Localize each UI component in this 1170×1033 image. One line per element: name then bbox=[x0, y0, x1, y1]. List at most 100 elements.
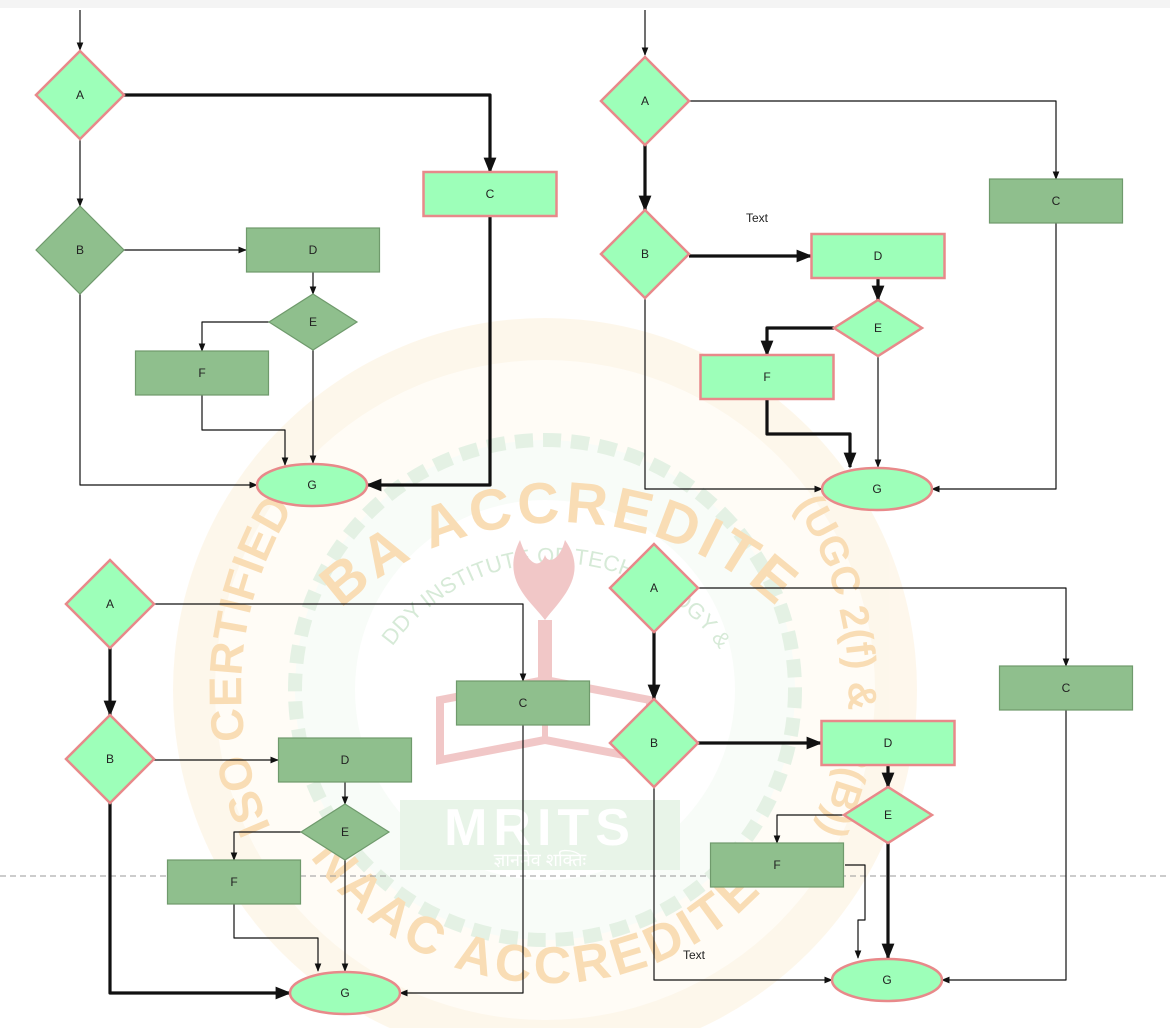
node-process-f[interactable]: F bbox=[699, 353, 835, 401]
node-process-c[interactable]: C bbox=[422, 170, 558, 218]
node-label: E bbox=[884, 808, 892, 822]
node-shape bbox=[64, 558, 156, 650]
node-process-d[interactable]: D bbox=[245, 227, 381, 273]
edge-f-g bbox=[233, 904, 322, 972]
node-terminal-g[interactable]: G bbox=[820, 466, 934, 512]
node-shape bbox=[134, 350, 270, 396]
diagram-3: A B CD E F G bbox=[64, 558, 591, 1016]
edge-a-c bbox=[689, 100, 1060, 180]
edge-f-g bbox=[765, 399, 857, 469]
node-label: D bbox=[884, 736, 893, 750]
annotation-text: Text bbox=[683, 948, 706, 962]
edge-b-g bbox=[108, 803, 292, 1000]
node-process-d[interactable]: D bbox=[820, 719, 956, 767]
node-shape bbox=[699, 353, 835, 401]
node-decision-e[interactable]: E bbox=[267, 293, 359, 351]
node-process-f[interactable]: F bbox=[134, 350, 270, 396]
edge-a-c bbox=[124, 93, 497, 174]
node-label: G bbox=[872, 482, 881, 496]
node-terminal-g[interactable]: G bbox=[288, 970, 402, 1016]
node-decision-a[interactable]: A bbox=[64, 558, 156, 650]
node-process-c[interactable]: C bbox=[998, 665, 1134, 711]
node-decision-e[interactable]: E bbox=[841, 785, 935, 845]
node-shape bbox=[166, 859, 302, 905]
node-shape bbox=[35, 205, 125, 295]
node-decision-e[interactable]: E bbox=[831, 298, 925, 358]
node-decision-b[interactable]: B bbox=[35, 205, 125, 295]
node-label: E bbox=[341, 825, 349, 839]
node-label: D bbox=[309, 243, 318, 257]
node-decision-a[interactable]: A bbox=[599, 55, 691, 147]
top-band bbox=[0, 0, 1170, 8]
node-shape bbox=[422, 170, 558, 218]
node-label: B bbox=[641, 247, 649, 261]
edge-a-c bbox=[698, 587, 1070, 667]
node-decision-b[interactable]: B bbox=[608, 697, 700, 789]
annotation-text: Text bbox=[746, 211, 769, 225]
node-decision-a[interactable]: A bbox=[34, 49, 126, 141]
node-process-d[interactable]: D bbox=[810, 232, 946, 280]
node-process-f[interactable]: F bbox=[166, 859, 302, 905]
node-label: C bbox=[1062, 681, 1071, 695]
edge-b-g bbox=[644, 298, 823, 493]
node-shape bbox=[841, 785, 935, 845]
node-label: F bbox=[763, 370, 770, 384]
node-shape bbox=[277, 737, 413, 783]
node-label: G bbox=[307, 478, 316, 492]
node-shape bbox=[810, 232, 946, 280]
node-process-d[interactable]: D bbox=[277, 737, 413, 783]
node-shape bbox=[830, 957, 944, 1003]
node-label: G bbox=[340, 986, 349, 1000]
edge-c-g bbox=[931, 223, 1057, 493]
node-decision-a[interactable]: A bbox=[608, 542, 700, 634]
node-label: A bbox=[106, 597, 114, 611]
diagram-4: A B C D E F G Text bbox=[608, 542, 1134, 1003]
node-label: D bbox=[874, 249, 883, 263]
node-label: A bbox=[650, 581, 658, 595]
edge-c-g bbox=[399, 725, 524, 997]
node-shape bbox=[709, 842, 845, 888]
node-label: B bbox=[106, 752, 114, 766]
edge-f-g bbox=[845, 864, 866, 959]
node-decision-e[interactable]: E bbox=[299, 803, 391, 861]
node-shape bbox=[64, 713, 156, 805]
node-process-c[interactable]: C bbox=[455, 680, 591, 726]
node-process-f[interactable]: F bbox=[709, 842, 845, 888]
node-label: G bbox=[882, 973, 891, 987]
edge-e-f bbox=[760, 326, 834, 357]
watermark-brand: MRITS bbox=[444, 799, 636, 857]
node-label: E bbox=[874, 321, 882, 335]
node-shape bbox=[998, 665, 1134, 711]
node-shape bbox=[599, 208, 691, 300]
node-shape bbox=[245, 227, 381, 273]
node-shape bbox=[34, 49, 126, 141]
node-label: A bbox=[641, 94, 649, 108]
node-shape bbox=[599, 55, 691, 147]
edge-f-g bbox=[201, 395, 289, 466]
edge-b-g bbox=[653, 787, 833, 984]
edge-a-c bbox=[154, 603, 527, 682]
node-shape bbox=[299, 803, 391, 861]
edge-e-f bbox=[230, 831, 301, 861]
edge-e-f bbox=[198, 321, 269, 352]
node-label: B bbox=[650, 736, 658, 750]
node-label: F bbox=[773, 858, 780, 872]
node-shape bbox=[455, 680, 591, 726]
node-process-c[interactable]: C bbox=[988, 178, 1124, 224]
node-decision-b[interactable]: B bbox=[64, 713, 156, 805]
node-shape bbox=[831, 298, 925, 358]
node-terminal-g[interactable]: G bbox=[255, 462, 369, 508]
edge-c-g bbox=[941, 710, 1067, 984]
watermark-motto: ज्ञानमेव शक्तिः bbox=[494, 849, 587, 870]
node-label: F bbox=[198, 366, 205, 380]
diagram-2: A B C D E F G Text bbox=[599, 10, 1124, 512]
node-label: A bbox=[76, 88, 84, 102]
node-label: C bbox=[1052, 194, 1061, 208]
node-shape bbox=[608, 542, 700, 634]
node-shape bbox=[255, 462, 369, 508]
node-terminal-g[interactable]: G bbox=[830, 957, 944, 1003]
edge-c-g bbox=[365, 216, 492, 492]
node-decision-b[interactable]: B bbox=[599, 208, 691, 300]
